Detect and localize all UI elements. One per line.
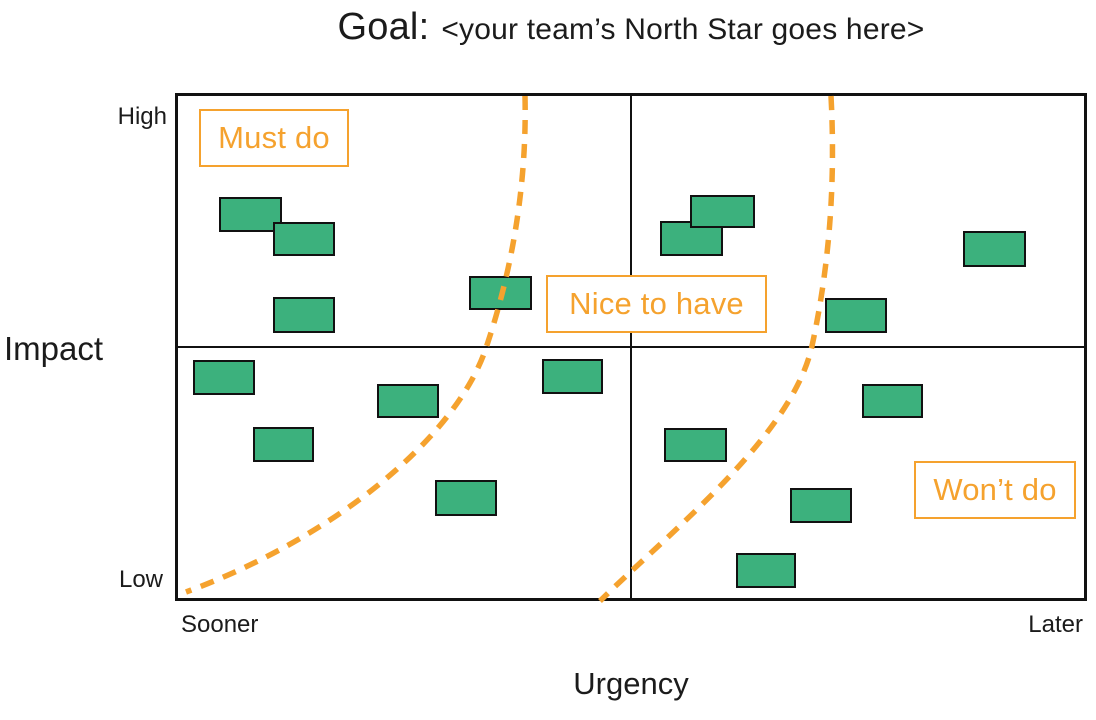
board-title: Goal: <your team’s North Star goes here> <box>175 6 1087 49</box>
sticky-note[interactable] <box>690 195 755 228</box>
x-axis-sooner-label: Sooner <box>181 611 259 638</box>
sticky-note[interactable] <box>435 480 497 516</box>
sticky-note[interactable] <box>273 297 335 333</box>
sticky-note[interactable] <box>664 428 727 462</box>
quadrant-label-wont-do[interactable]: Won’t do <box>914 461 1076 519</box>
sticky-note[interactable] <box>862 384 923 418</box>
y-axis-title: Impact <box>4 330 104 367</box>
sticky-note[interactable] <box>193 360 255 395</box>
quadrant-label-nice-to-have[interactable]: Nice to have <box>546 275 767 333</box>
x-axis-later-label: Later <box>1028 611 1083 638</box>
sticky-note[interactable] <box>736 553 796 588</box>
quadrant-label-wont-do-text: Won’t do <box>933 472 1057 507</box>
sticky-note[interactable] <box>377 384 439 418</box>
sticky-note[interactable] <box>273 222 335 256</box>
quadrant-label-must-do-text: Must do <box>218 120 330 155</box>
sticky-note[interactable] <box>469 276 532 310</box>
sticky-note[interactable] <box>790 488 852 523</box>
sticky-note[interactable] <box>963 231 1026 267</box>
quadrant-label-must-do[interactable]: Must do <box>199 109 349 167</box>
quadrant-label-nice-to-have-text: Nice to have <box>569 286 744 321</box>
x-axis-title: Urgency <box>573 666 689 701</box>
sticky-note[interactable] <box>825 298 887 333</box>
y-axis-low-label: Low <box>118 566 163 593</box>
sticky-note[interactable] <box>542 359 603 394</box>
y-axis-high-label: High <box>117 103 167 130</box>
goal-subtitle: <your team’s North Star goes here> <box>441 13 925 46</box>
goal-label: Goal: <box>337 6 430 48</box>
sticky-note[interactable] <box>253 427 314 462</box>
